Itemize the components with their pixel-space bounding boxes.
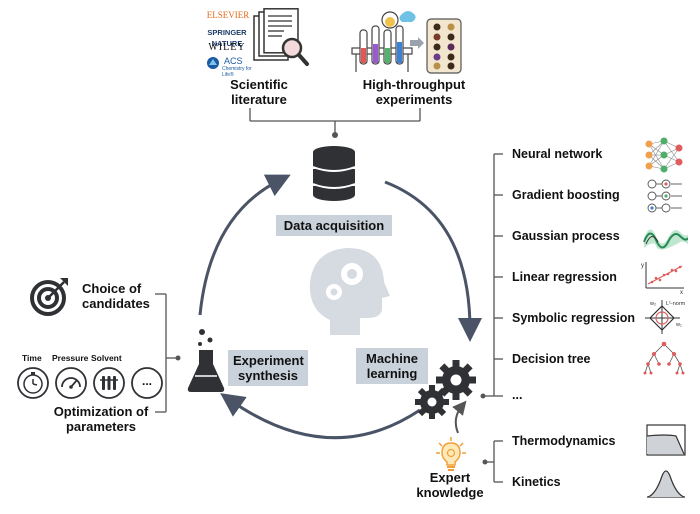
param-pressure-label: Pressure (52, 353, 89, 363)
publisher-acs: ACS (224, 56, 243, 66)
high-throughput-label: High-throughput experiments (362, 77, 466, 107)
param-time-label: Time (22, 353, 42, 363)
lightbulb-icon (436, 436, 466, 472)
gaussian-process-icon (642, 220, 689, 254)
more-params-icon: ... (130, 366, 164, 400)
kinetics-icon (646, 464, 686, 498)
gauge-icon (54, 366, 88, 400)
stopwatch-icon (16, 366, 50, 400)
axis-y-label: y (641, 263, 644, 269)
linear-regression-icon: y x (640, 258, 686, 296)
more-params-label: ... (141, 374, 152, 388)
ml-item-linear-regression: Linear regression (512, 270, 617, 284)
param-solvent-label: Solvent (91, 353, 122, 363)
ml-item-neural-network: Neural network (512, 147, 603, 161)
symbolic-regression-icon: w₂ L¹-norm w₁ (642, 298, 686, 338)
expert-knowledge-label: Expert knowledge (416, 470, 484, 500)
publisher-springer-nature: SPRINGER NATURE (207, 28, 247, 48)
lab-glassware-icon (350, 8, 420, 74)
experiment-synthesis-box: Experiment synthesis (228, 350, 308, 386)
ml-item-gaussian-process: Gaussian process (512, 229, 620, 243)
database-icon (312, 145, 356, 201)
w2-label: w₂ (649, 301, 656, 307)
ml-item-symbolic-regression: Symbolic regression (512, 311, 635, 325)
w1-label: w₁ (675, 322, 682, 328)
test-tubes-icon (92, 366, 126, 400)
publisher-wiley: WILEY (208, 42, 246, 53)
well-plate-icon (426, 18, 462, 74)
brain-gears-icon (290, 240, 400, 340)
expert-item-kinetics: Kinetics (512, 475, 561, 489)
flask-icon (186, 326, 226, 394)
machine-learning-box: Machine learning (356, 348, 428, 384)
transfer-arrow-icon (410, 36, 424, 49)
ml-item-decision-tree: Decision tree (512, 352, 591, 366)
gears-icon (412, 358, 480, 420)
target-icon (30, 276, 70, 316)
axis-x-label: x (680, 290, 683, 294)
gradient-boosting-icon (644, 178, 686, 214)
neural-network-icon (644, 136, 684, 174)
expert-item-thermodynamics: Thermodynamics (512, 434, 616, 448)
choice-of-candidates-label: Choice of candidates (82, 281, 150, 311)
scientific-literature-label: Scientific literature (230, 77, 288, 107)
decision-tree-icon (642, 340, 686, 376)
data-acquisition-box: Data acquisition (276, 215, 392, 236)
publisher-acs-tagline: Chemistry for Life® (222, 66, 252, 78)
thermodynamics-icon (646, 424, 686, 456)
publisher-elsevier: ELSEVIER (206, 10, 250, 20)
l1-norm-label: L¹-norm (666, 301, 686, 307)
ml-item-gradient-boosting: Gradient boosting (512, 188, 620, 202)
documents-magnifier-icon (252, 8, 310, 70)
optimization-label: Optimization of parameters (53, 404, 149, 434)
acs-logo-icon (206, 56, 220, 70)
ml-item-more: ... (512, 388, 523, 402)
